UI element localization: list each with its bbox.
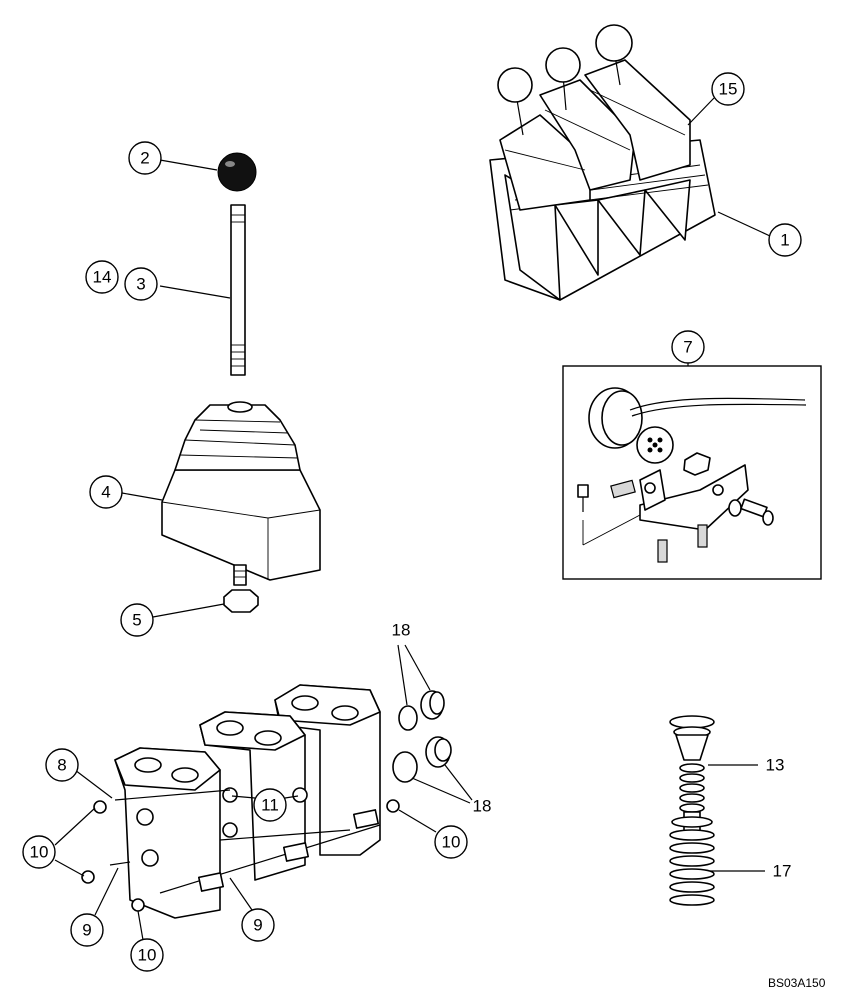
callout-3 — [124, 267, 158, 301]
callout-1 — [768, 223, 802, 257]
callout-15-label: 15 — [719, 80, 738, 99]
callout-11 — [253, 788, 287, 822]
callout-5 — [120, 603, 154, 637]
callout-18-right-label: 18 — [473, 797, 492, 816]
lever-assembly: 2 14 3 4 5 — [85, 141, 321, 637]
callout-4-label: 4 — [101, 483, 110, 502]
callout-7 — [671, 330, 705, 364]
callout-9-a-label: 9 — [82, 921, 91, 940]
callout-14 — [85, 260, 119, 294]
callout-14-label: 14 — [93, 268, 112, 287]
callout-5-label: 5 — [132, 611, 141, 630]
callout-18-top-label: 18 — [392, 621, 411, 640]
callout-9-a — [70, 913, 104, 947]
callout-8-label: 8 — [57, 756, 66, 775]
callout-13-label: 13 — [766, 756, 785, 775]
callout-8 — [45, 748, 79, 782]
spring-assembly: 13 17 — [669, 715, 792, 906]
callout-3-label: 3 — [136, 275, 145, 294]
callout-4 — [89, 475, 123, 509]
callout-7-label: 7 — [683, 338, 692, 357]
callout-10-c — [434, 825, 468, 859]
callout-10-a-label: 10 — [30, 843, 49, 862]
callout-2-label: 2 — [140, 149, 149, 168]
callout-9-b — [241, 908, 275, 942]
callout-1-label: 1 — [780, 231, 789, 250]
callout-10-b — [130, 938, 164, 972]
callout-10-b-label: 10 — [138, 946, 157, 965]
valve-section-assembly: 8 10 9 10 9 11 10 18 18 — [22, 621, 492, 972]
switch-kit-box: 7 — [562, 330, 822, 580]
lever-rod — [230, 204, 246, 376]
drawing-code: BS03A150 — [768, 976, 826, 990]
callout-17-label: 17 — [773, 862, 792, 881]
callout-10-c-label: 10 — [442, 833, 461, 852]
callout-15 — [711, 72, 745, 106]
rubber-boot — [161, 469, 321, 581]
callout-11-label: 11 — [261, 796, 279, 815]
callout-2 — [128, 141, 162, 175]
callout-10-a — [22, 835, 56, 869]
control-valve-assembly: 15 1 — [489, 24, 802, 301]
knob — [217, 152, 257, 192]
callout-9-b-label: 9 — [253, 916, 262, 935]
